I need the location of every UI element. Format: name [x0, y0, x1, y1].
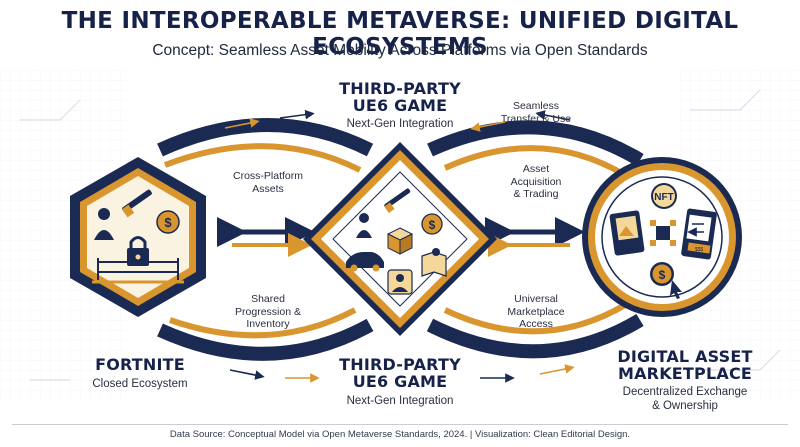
flow-text: Marketplace — [507, 305, 565, 318]
fence-icon — [92, 258, 184, 284]
center-hub-node: $ — [303, 142, 497, 336]
map-icon — [421, 248, 447, 277]
flow-text: Progression & — [235, 305, 301, 318]
nft-badge-icon: NFT — [651, 183, 677, 209]
character-icon — [356, 213, 372, 238]
fortnite-title: FORTNITE — [95, 355, 185, 374]
flow-label-asset-acquisition: Asset Acquisition & Trading — [486, 163, 586, 201]
coin-icon: $ — [156, 210, 180, 234]
exchange-arrows — [217, 217, 585, 257]
flow-label-universal-access: Universal Marketplace Access — [486, 293, 586, 331]
marketplace-title-line1: DIGITAL ASSET — [617, 347, 753, 366]
flow-text: Assets — [252, 182, 284, 195]
fortnite-subtitle: Closed Ecosystem — [92, 378, 188, 390]
flow-label-seamless-transfer: Seamless Transfer & Use — [486, 100, 586, 125]
fortnite-node: $ — [70, 157, 206, 317]
blockchain-icon — [650, 220, 676, 246]
ue6-bottom-title-line2: UE6 GAME — [352, 372, 448, 391]
avatar-icon — [387, 269, 413, 295]
marketplace-subtitle-line1: Decentralized Exchange — [622, 386, 748, 398]
flow-text: Universal — [514, 293, 558, 305]
page-subtitle: Concept: Seamless Asset Mobility Across … — [152, 42, 648, 59]
page-title: THE INTEROPERABLE METAVERSE: UNIFIED DIG… — [61, 8, 739, 60]
coin-icon: $ — [421, 213, 443, 235]
ue6-top-title-line2: UE6 GAME — [352, 96, 448, 115]
flow-label-cross-platform: Cross-Platform Assets — [218, 170, 318, 195]
image-card-icon — [609, 210, 645, 256]
fortnite-label: FORTNITE Closed Ecosystem — [40, 356, 240, 391]
marketplace-subtitle-line2: & Ownership — [652, 400, 718, 412]
footer-divider — [12, 424, 788, 425]
ue6-bottom-label: THIRD-PARTY UE6 GAME Next-Gen Integratio… — [300, 356, 500, 408]
small-arrows — [224, 109, 575, 383]
marketplace-title-line2: MARKETPLACE — [617, 364, 753, 383]
flow-text: Seamless — [512, 100, 560, 112]
flow-text: Access — [519, 318, 553, 330]
coin-symbol: $ — [429, 218, 436, 232]
flow-text: & Trading — [513, 188, 559, 200]
car-icon — [346, 252, 384, 272]
ue6-bottom-subtitle: Next-Gen Integration — [346, 395, 454, 407]
flow-text: Asset — [522, 163, 550, 175]
card-tag: $$$ — [695, 247, 704, 253]
marketplace-label: DIGITAL ASSET MARKETPLACE Decentralized … — [580, 348, 790, 413]
marketplace-node: NFT $$$ $ — [582, 157, 742, 317]
cube-icon — [386, 227, 414, 255]
coin-cursor-icon: $ — [650, 262, 682, 299]
rifle-icon — [384, 188, 411, 213]
coin-symbol: $ — [659, 268, 666, 282]
coin-symbol: $ — [164, 215, 172, 230]
rifle-icon — [121, 189, 152, 218]
nft-label: NFT — [654, 192, 673, 203]
flow-arcs — [157, 118, 644, 361]
ue6-top-label: THIRD-PARTY UE6 GAME Next-Gen Integratio… — [300, 80, 500, 131]
ue6-bottom-title-line1: THIRD-PARTY — [339, 355, 461, 374]
flow-text: Shared — [251, 293, 285, 305]
trade-card-icon: $$$ — [681, 208, 717, 260]
footer-source: Data Source: Conceptual Model via Open M… — [169, 429, 631, 440]
flow-text: Acquisition — [510, 175, 562, 188]
flow-label-shared-progression: Shared Progression & Inventory — [218, 293, 318, 331]
ue6-top-subtitle: Next-Gen Integration — [346, 118, 454, 130]
ue6-top-title-line1: THIRD-PARTY — [339, 79, 461, 98]
character-icon — [94, 208, 114, 240]
flow-text: Transfer & Use — [500, 112, 572, 125]
flow-text: Cross-Platform — [232, 170, 303, 182]
flow-text: Inventory — [246, 318, 290, 330]
